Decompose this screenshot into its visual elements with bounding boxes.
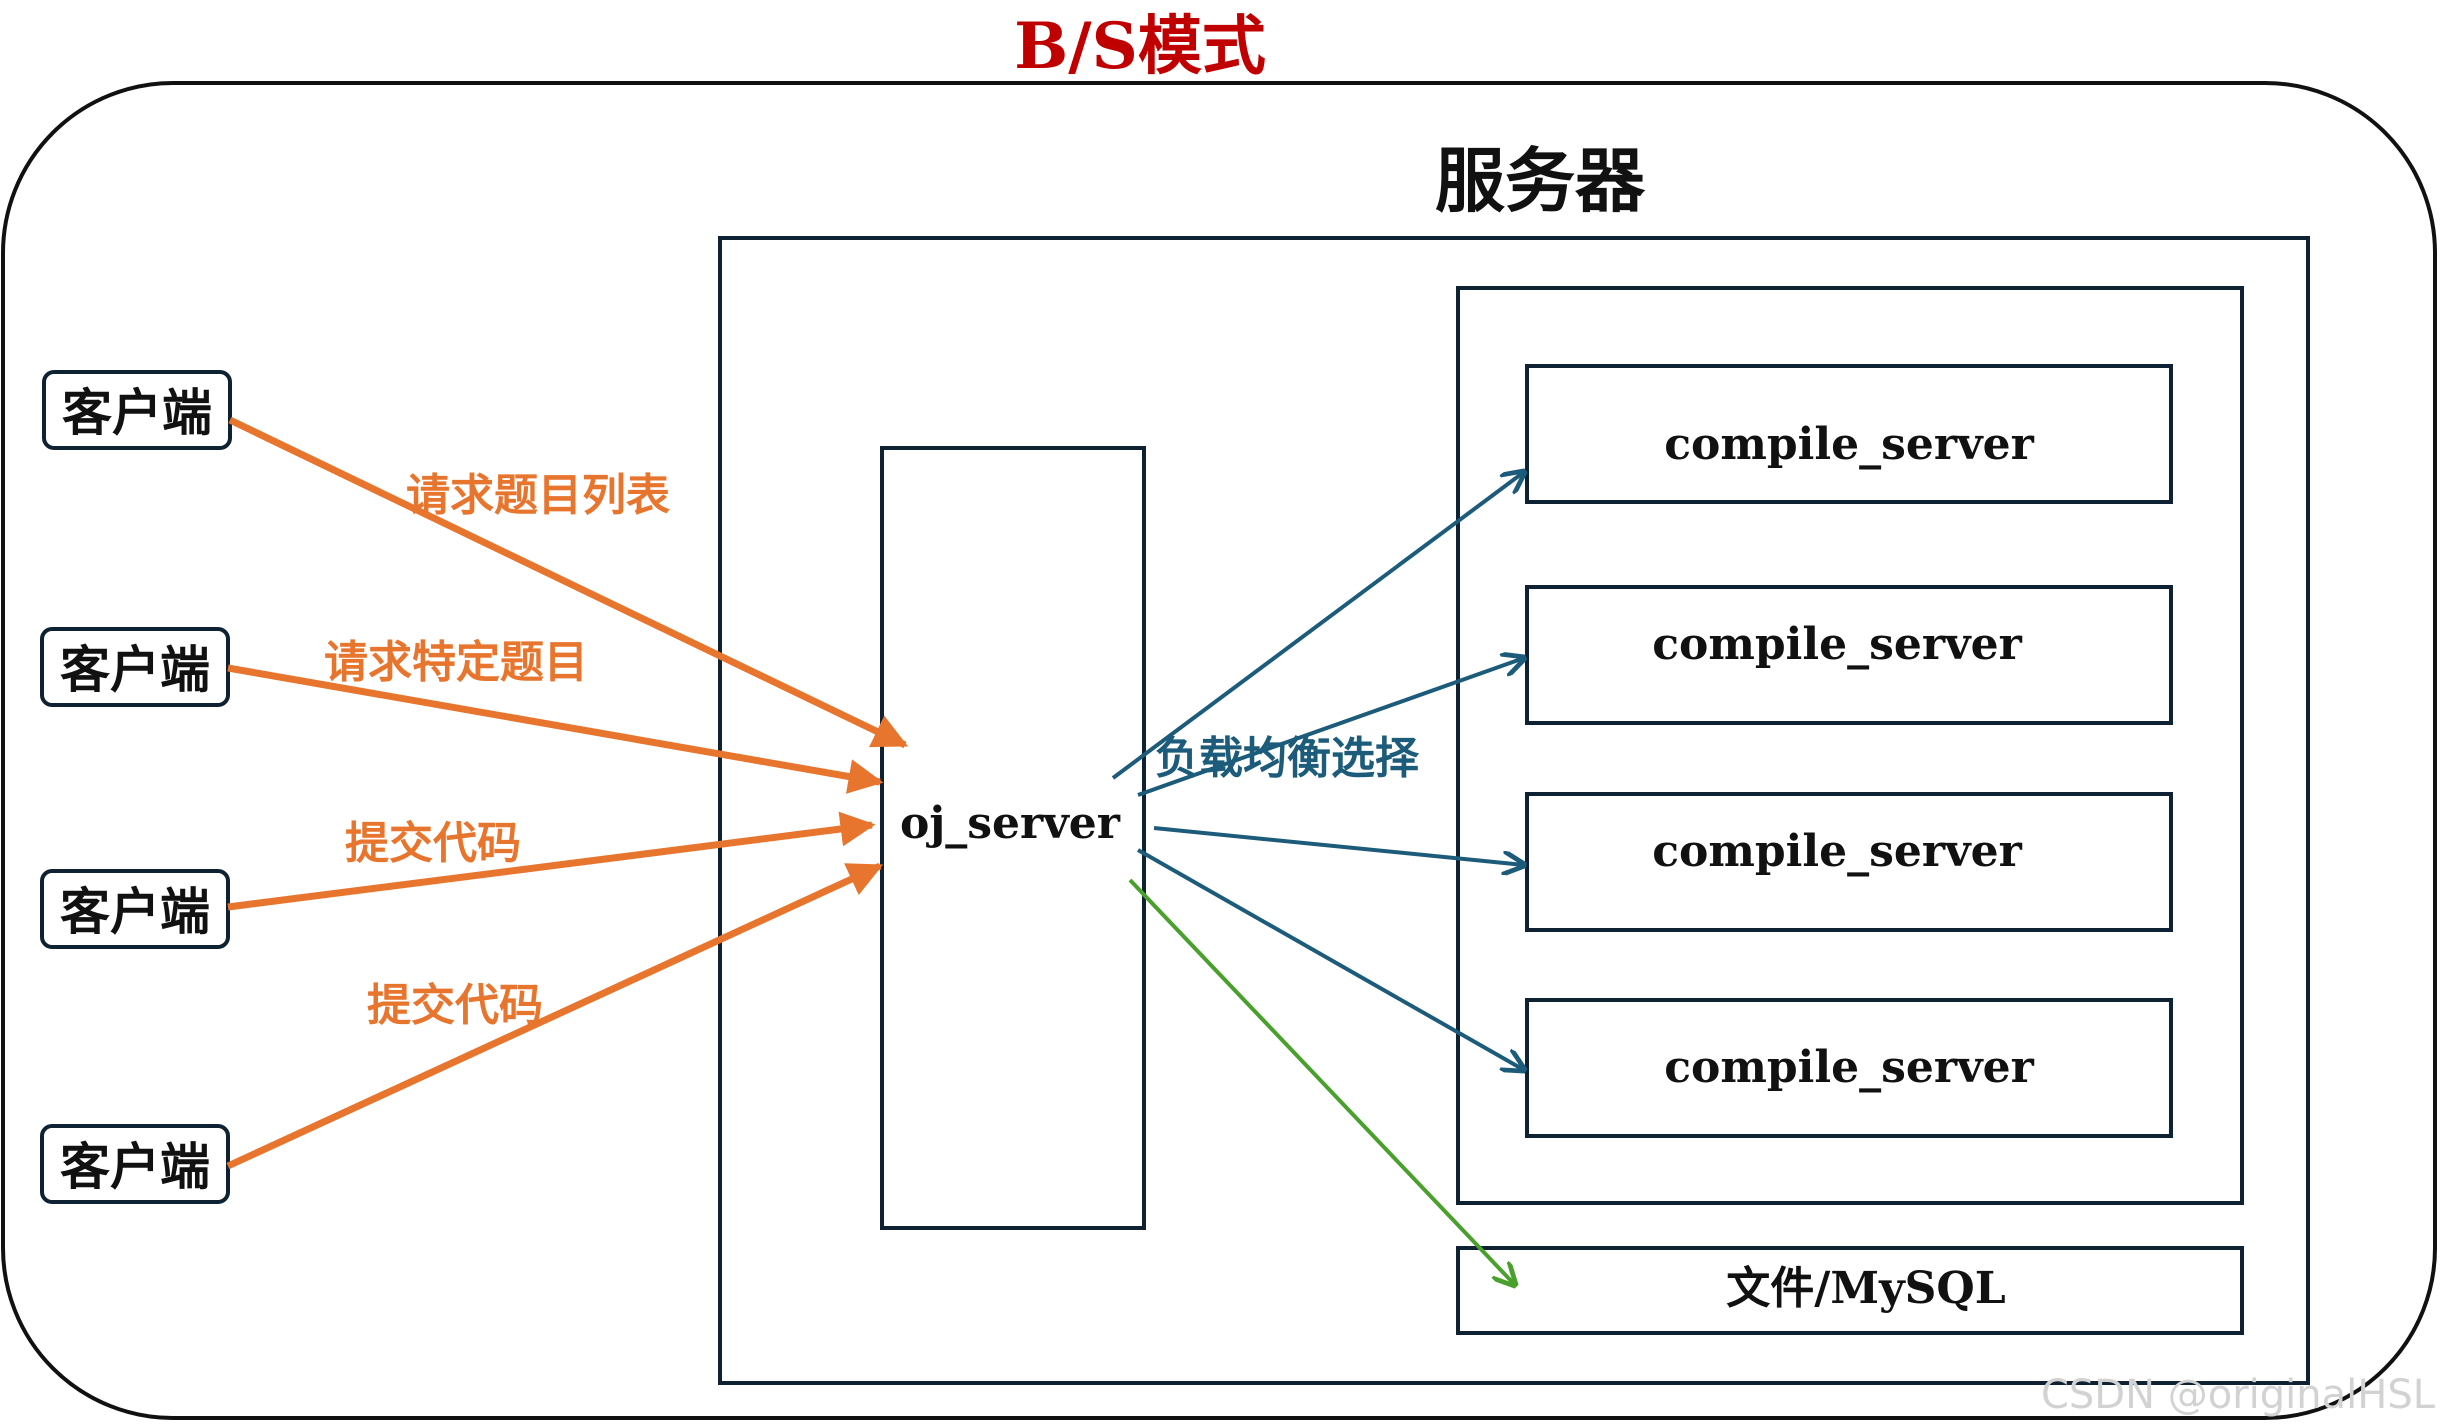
request-arrow: [226, 862, 884, 1170]
request-label: 请求特定题目: [324, 637, 588, 688]
client-label: 客户端: [62, 384, 212, 442]
request-arrow: [227, 664, 884, 794]
client-label: 客户端: [60, 641, 210, 699]
server-label: 服务器: [1435, 140, 1646, 222]
compile-server-label: compile_server: [1664, 419, 2034, 470]
compile-server-group: [1456, 286, 2244, 1205]
compile-server-box: [1525, 364, 2173, 504]
storage-arrow: [1128, 878, 1515, 1285]
storage-box: [1456, 1246, 2244, 1335]
client-box: [40, 627, 230, 707]
dispatch-arrow: [1111, 472, 1524, 780]
dispatch-arrow: [1137, 848, 1524, 1070]
server-box: [718, 236, 2310, 1385]
watermark: CSDN @originalHSL: [2041, 1372, 2436, 1418]
request-label: 提交代码: [367, 980, 543, 1031]
load-balance-label: 负载均衡选择: [1155, 733, 1420, 784]
storage-label: 文件/MySQL: [1726, 1263, 2005, 1314]
diagram-title: B/S模式: [1014, 9, 1266, 84]
client-box: [42, 370, 232, 450]
request-label: 请求题目列表: [406, 470, 670, 521]
client-box: [40, 869, 230, 949]
dispatch-arrow: [1137, 658, 1524, 797]
compile-server-label: compile_server: [1652, 619, 2022, 670]
compile-server-label: compile_server: [1664, 1042, 2034, 1093]
client-label: 客户端: [60, 1138, 210, 1196]
client-label: 客户端: [60, 883, 210, 941]
compile-server-label: compile_server: [1652, 826, 2022, 877]
request-label: 提交代码: [345, 818, 521, 869]
request-arrow: [227, 811, 876, 911]
bs-mode-frame: [1, 81, 2437, 1420]
oj-server-box: [880, 446, 1146, 1230]
request-arrow: [228, 416, 909, 749]
oj-server-label: oj_server: [900, 798, 1121, 849]
dispatch-arrow: [1153, 826, 1524, 865]
